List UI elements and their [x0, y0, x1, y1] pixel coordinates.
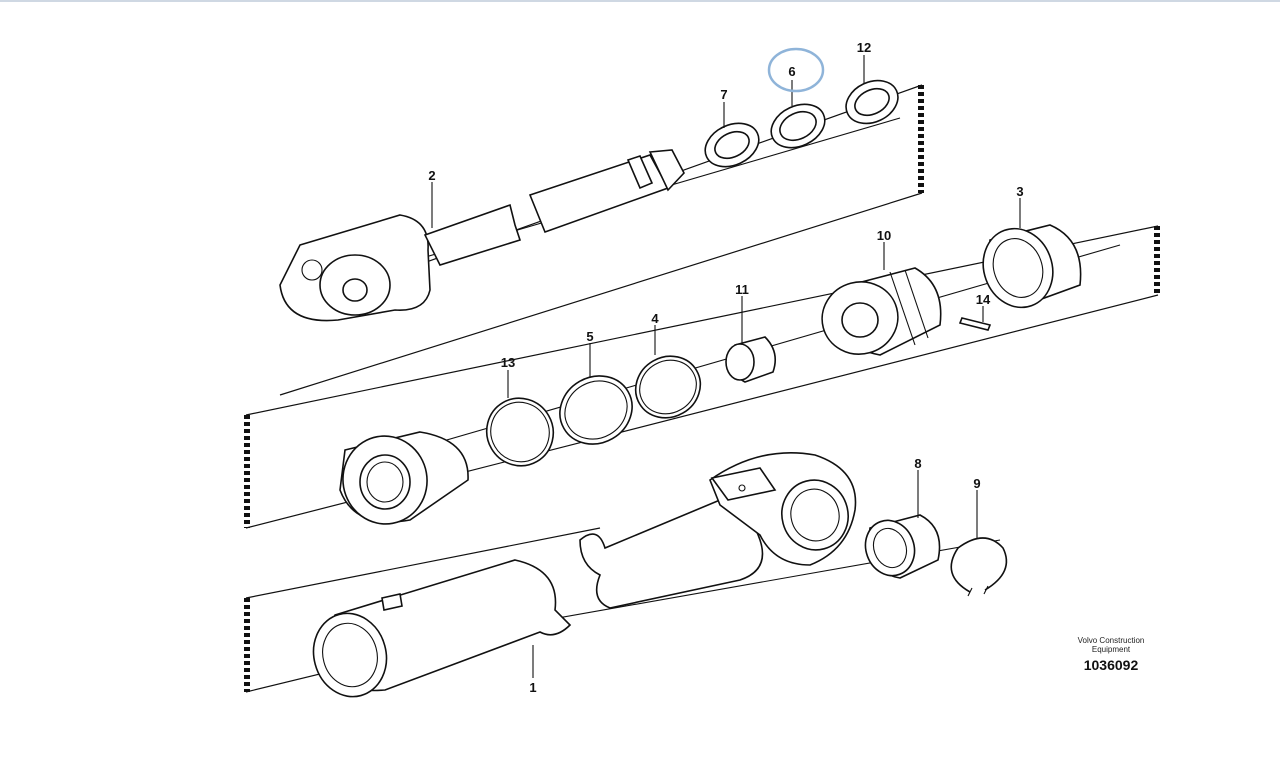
figure-number: 1036092 [1084, 657, 1139, 673]
cylinder-tube [312, 452, 857, 698]
callout-1: 1 [529, 680, 536, 695]
piston-rod [279, 149, 685, 322]
credit-line-1: Volvo Construction [1078, 636, 1145, 645]
top-border [0, 0, 1280, 2]
callout-3: 3 [1016, 184, 1023, 199]
leader-lines [431, 55, 1021, 678]
callout-6: 6 [788, 64, 795, 79]
piston-nut [339, 431, 469, 525]
seal-ring-5 [559, 375, 633, 445]
callout-8: 8 [914, 456, 921, 471]
callout-2: 2 [428, 168, 435, 183]
guide-bushing [982, 224, 1082, 309]
callout-13: 13 [501, 355, 515, 370]
locking-pin [958, 317, 992, 331]
small-bushing [725, 336, 776, 383]
callout-11: 11 [735, 282, 749, 297]
credit-line-2: Equipment [1092, 645, 1131, 654]
callout-highlight-circle [767, 47, 825, 93]
callout-4: 4 [651, 311, 659, 326]
callout-12: 12 [857, 40, 871, 55]
retaining-ring [950, 537, 1008, 597]
o-ring-13 [485, 397, 555, 467]
o-ring-4 [634, 355, 702, 419]
callout-5: 5 [586, 329, 593, 344]
callout-10: 10 [877, 228, 891, 243]
bearing-bushing [864, 514, 941, 579]
callout-14: 14 [976, 292, 991, 307]
callout-7: 7 [720, 87, 727, 102]
piston [821, 267, 942, 356]
wiper-ring [770, 103, 826, 149]
callout-9: 9 [973, 476, 980, 491]
rod-seal [704, 122, 760, 168]
guide-ring [845, 79, 899, 125]
